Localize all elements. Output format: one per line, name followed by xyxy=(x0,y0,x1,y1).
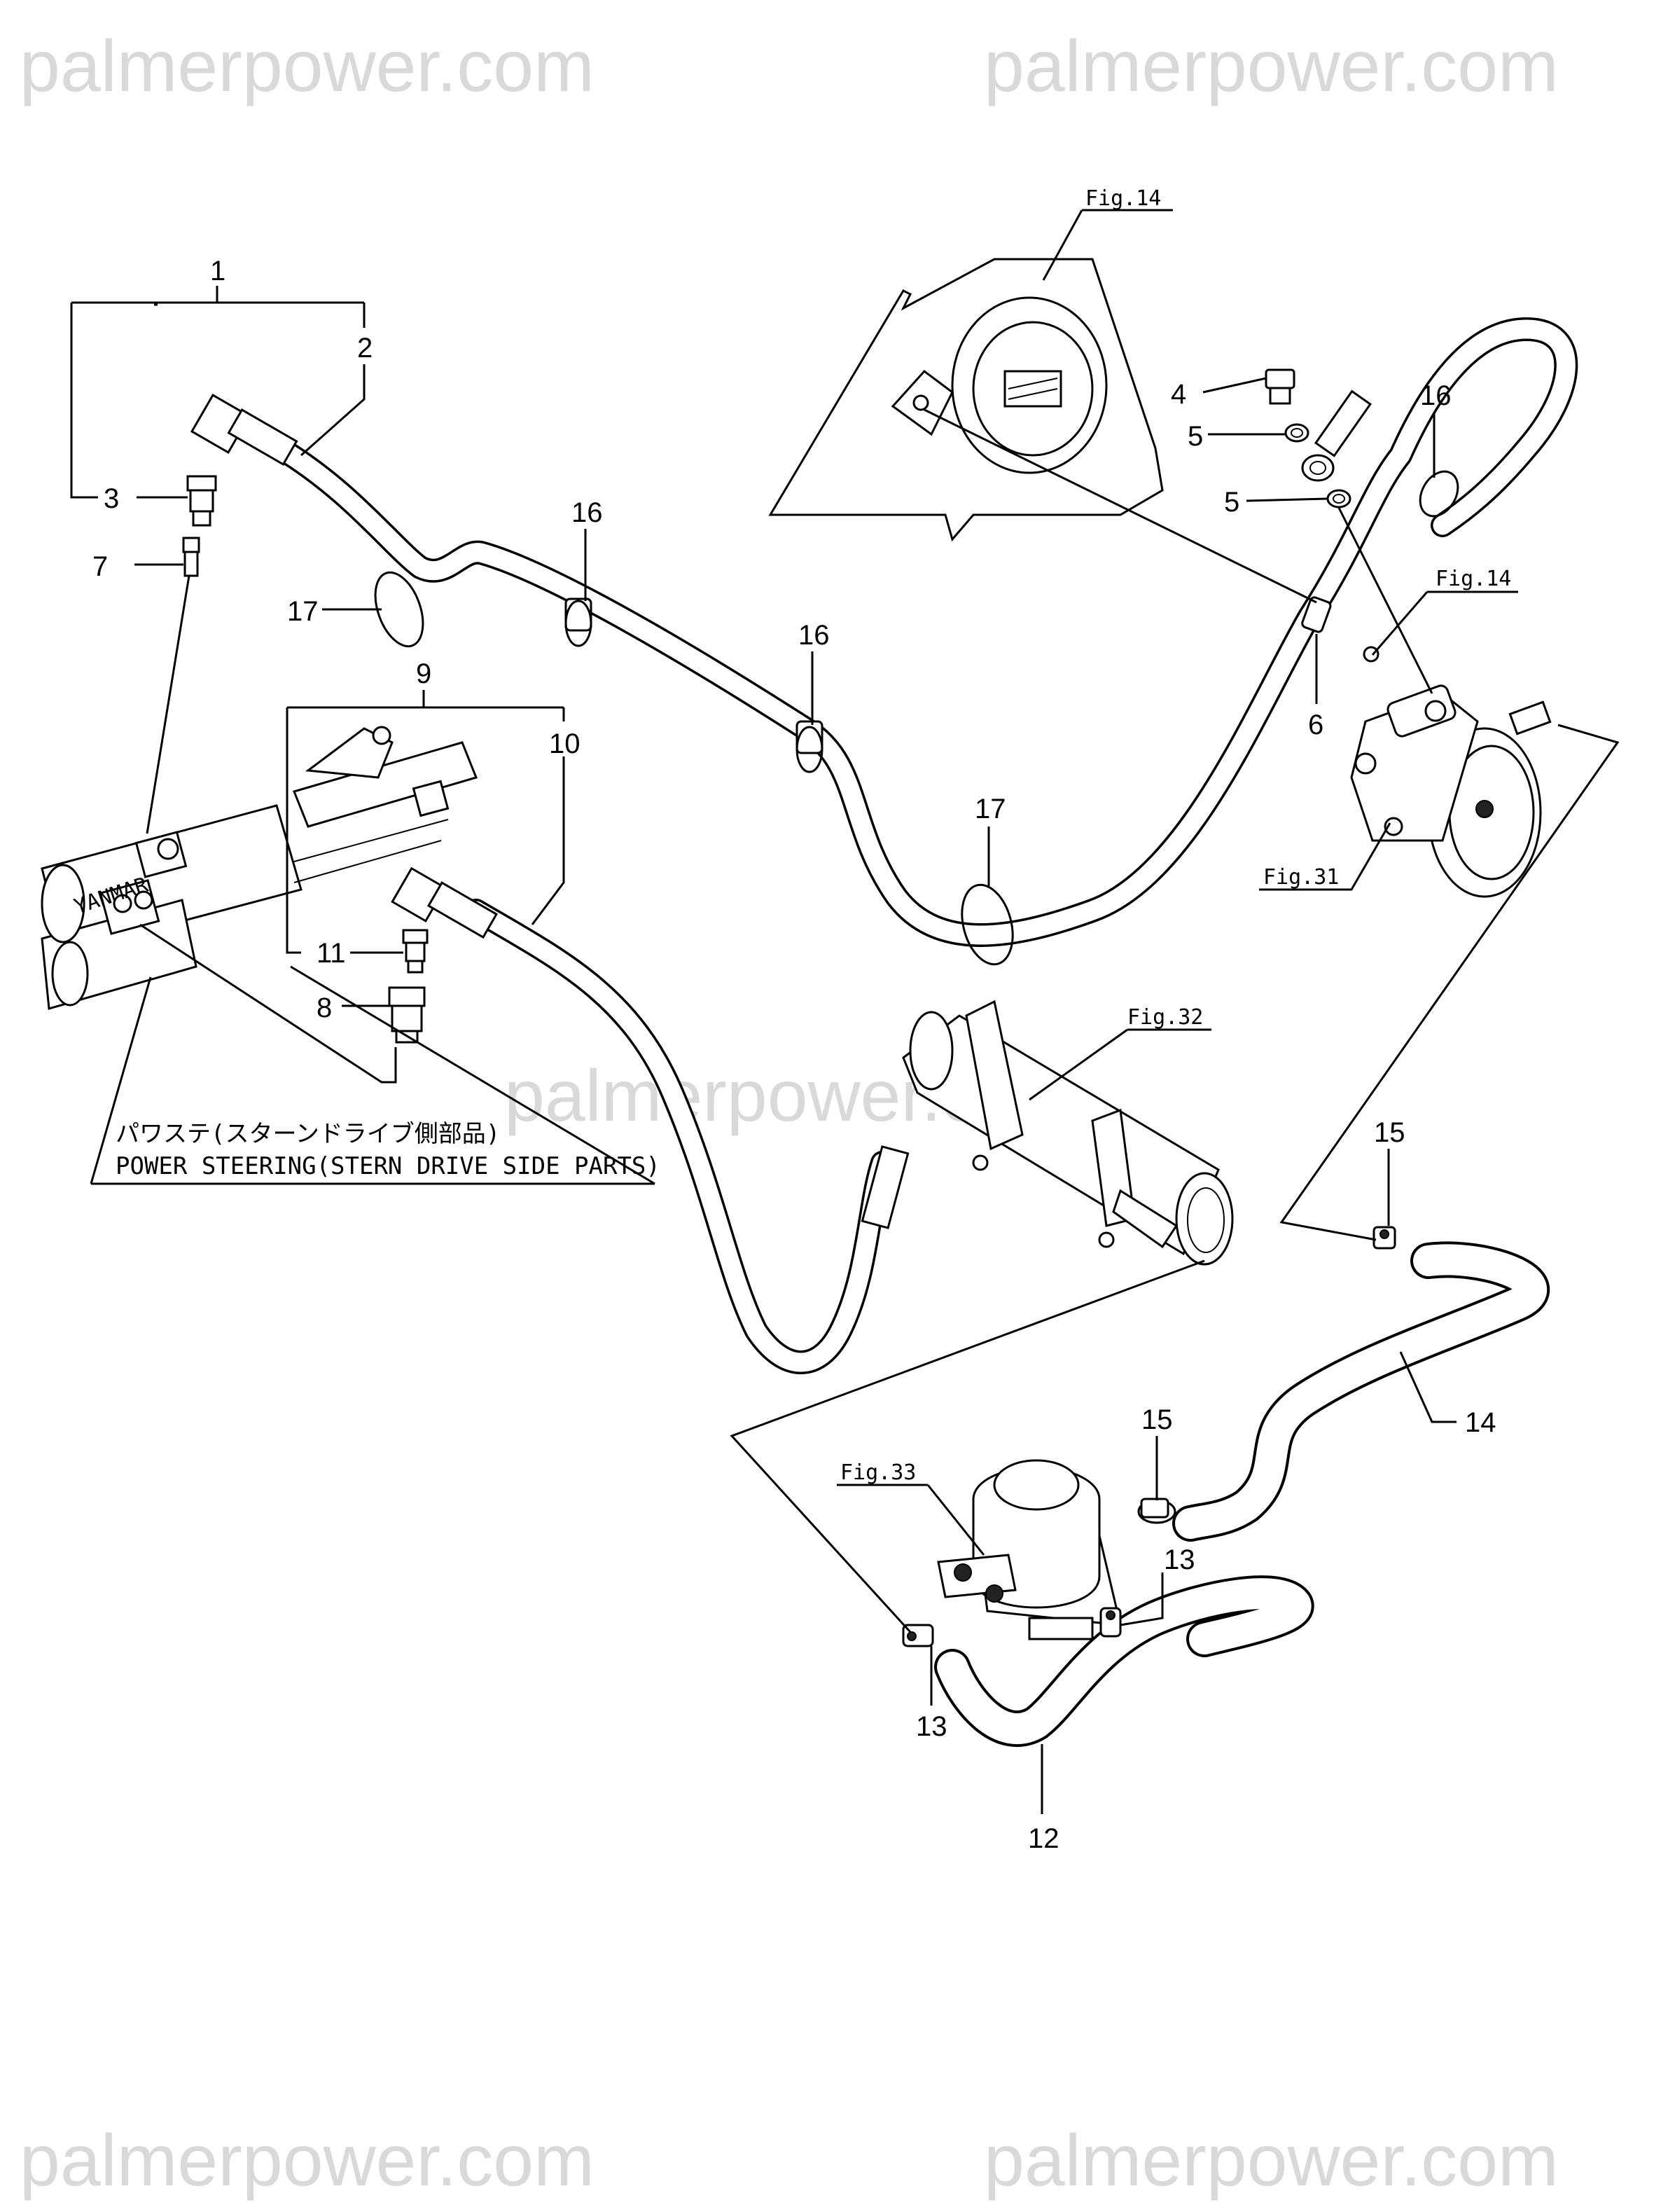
callout-14: 14 xyxy=(1465,1407,1496,1438)
watermark-bottom-right: palmerpower.com xyxy=(984,2120,1559,2201)
callout-8: 8 xyxy=(317,993,332,1023)
watermark-top-left: palmerpower.com xyxy=(20,26,595,107)
washer-5-upper xyxy=(1284,423,1309,443)
callout-15-lower: 15 xyxy=(1141,1404,1173,1435)
fig-ref-33: Fig.33 xyxy=(840,1460,916,1485)
callout-5-upper: 5 xyxy=(1188,421,1203,452)
callout-3: 3 xyxy=(104,483,119,514)
callout-16-left: 16 xyxy=(571,497,603,528)
callout-17-bottom: 17 xyxy=(975,794,1006,824)
oil-cooler xyxy=(902,1000,1234,1266)
callout-7: 7 xyxy=(92,551,108,582)
clamp-15-lower xyxy=(1137,1498,1176,1524)
banjo-fitting xyxy=(1301,454,1335,482)
callout-5-lower: 5 xyxy=(1224,487,1239,518)
callout-12: 12 xyxy=(1028,1823,1059,1854)
callout-17-left: 17 xyxy=(287,596,319,627)
callout-10: 10 xyxy=(549,728,581,759)
clamp-15-upper xyxy=(1372,1226,1396,1250)
reference-lines xyxy=(70,209,1620,1814)
hose-2 xyxy=(190,317,1578,947)
adapter-11 xyxy=(402,929,429,974)
fitting-7 xyxy=(182,537,200,577)
clamp-17-left xyxy=(374,571,424,648)
fig-ref-31: Fig.31 xyxy=(1263,865,1339,890)
callout-13-right: 13 xyxy=(1164,1544,1195,1575)
fig-ref-14-right: Fig.14 xyxy=(1436,567,1511,591)
clamp-13-right xyxy=(1099,1607,1122,1638)
washer-5-lower xyxy=(1326,489,1351,509)
power-steering-pump xyxy=(1350,684,1552,898)
clamp-16-mid xyxy=(795,720,823,773)
steering-cylinder: YANMAR xyxy=(41,726,478,1010)
reservoir-tank xyxy=(937,1459,1122,1640)
clamp-17-bottom xyxy=(961,883,1014,966)
title-japanese: パワステ(スターンドライブ側部品) xyxy=(116,1120,500,1148)
adapter-3 xyxy=(186,475,217,527)
watermark-bottom-left: palmerpower.com xyxy=(20,2120,595,2201)
callout-13-left: 13 xyxy=(916,1711,947,1742)
engine-cover xyxy=(768,258,1164,542)
callout-4: 4 xyxy=(1171,379,1186,410)
callout-16-right: 16 xyxy=(1420,380,1452,411)
plug-4 xyxy=(1265,368,1295,405)
callout-11: 11 xyxy=(317,938,346,969)
title-english: POWER STEERING(STERN DRIVE SIDE PARTS) xyxy=(116,1152,660,1180)
callout-16-mid: 16 xyxy=(798,620,830,651)
clamp-6 xyxy=(1301,596,1332,633)
nut xyxy=(1363,646,1379,663)
watermark-top-right: palmerpower.com xyxy=(984,26,1559,107)
hose-12 xyxy=(934,1575,1314,1747)
clamp-16-right xyxy=(1419,470,1459,518)
callout-1: 1 xyxy=(210,256,225,286)
fig-ref-32: Fig.32 xyxy=(1127,1005,1203,1030)
callout-2: 2 xyxy=(357,333,373,364)
callout-6: 6 xyxy=(1308,710,1323,740)
clamp-16-left xyxy=(564,597,592,647)
hose-10 xyxy=(391,866,910,1374)
fig-ref-14-top: Fig.14 xyxy=(1085,186,1161,211)
hose-14 xyxy=(1172,1241,1550,1542)
clamp-13-left xyxy=(902,1624,934,1647)
callout-9: 9 xyxy=(416,658,431,689)
callout-15-upper: 15 xyxy=(1374,1117,1405,1148)
fitting-8 xyxy=(388,986,426,1044)
